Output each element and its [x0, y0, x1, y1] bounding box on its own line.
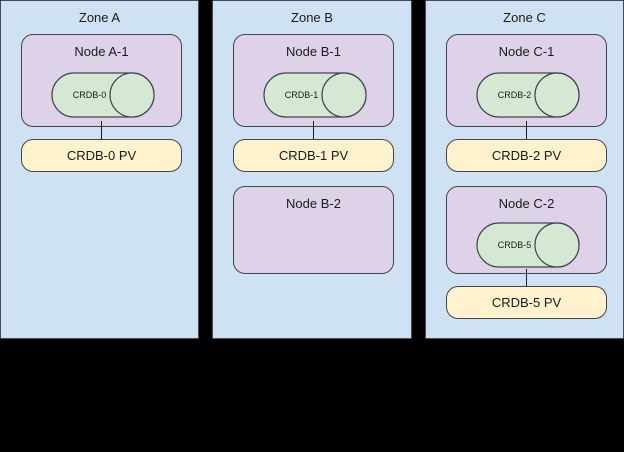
cylinder-shape-icon: [476, 222, 580, 268]
pv-label-crdb-2: CRDB-2 PV: [491, 147, 562, 163]
zone-title-a: Zone A: [78, 10, 121, 25]
node-box-a-1[interactable]: Node A-1 CRDB-0: [21, 34, 182, 127]
connector-node-c-1-to-pv: [526, 121, 527, 141]
node-box-c-2[interactable]: Node C-2 CRDB-5: [446, 186, 607, 274]
pv-box-crdb-2[interactable]: CRDB-2 PV: [446, 139, 607, 172]
pv-box-crdb-1[interactable]: CRDB-1 PV: [233, 139, 394, 172]
cylinder-shape-icon: [51, 72, 155, 118]
node-box-b-2[interactable]: Node B-2: [233, 186, 394, 274]
zone-container-a[interactable]: Zone A Node A-1 CRDB-0 CRDB-0 PV: [0, 0, 199, 339]
pv-label-crdb-0: CRDB-0 PV: [66, 147, 137, 163]
node-title-c-2: Node C-2: [498, 196, 555, 211]
node-title-c-1: Node C-1: [498, 44, 555, 59]
zone-container-c[interactable]: Zone C Node C-1 CRDB-2 CRDB-2 PV Node C-…: [425, 0, 624, 339]
cylinder-shape-icon: [476, 72, 580, 118]
node-box-c-1[interactable]: Node C-1 CRDB-2: [446, 34, 607, 127]
zone-title-b: Zone B: [291, 10, 333, 25]
pv-box-crdb-0[interactable]: CRDB-0 PV: [21, 139, 182, 172]
zone-title-c: Zone C: [503, 10, 546, 25]
node-title-b-2: Node B-2: [286, 196, 341, 211]
cylinder-crdb-1[interactable]: CRDB-1: [263, 72, 367, 118]
node-title-a-1: Node A-1: [74, 44, 129, 59]
node-box-b-1[interactable]: Node B-1 CRDB-1: [233, 34, 394, 127]
connector-node-b-1-to-pv: [313, 121, 314, 141]
connector-node-c-2-to-pv: [526, 269, 527, 288]
connector-node-a-1-to-pv: [101, 121, 102, 141]
pv-label-crdb-5: CRDB-5 PV: [491, 294, 562, 310]
cylinder-crdb-0[interactable]: CRDB-0: [51, 72, 155, 118]
cylinder-crdb-2[interactable]: CRDB-2: [476, 72, 580, 118]
cylinder-shape-icon: [263, 72, 367, 118]
zone-container-b[interactable]: Zone B Node B-1 CRDB-1 CRDB-1 PV Node B-…: [212, 0, 412, 339]
pv-box-crdb-5[interactable]: CRDB-5 PV: [446, 286, 607, 319]
pv-label-crdb-1: CRDB-1 PV: [278, 147, 349, 163]
node-title-b-1: Node B-1: [286, 44, 341, 59]
cylinder-crdb-5[interactable]: CRDB-5: [476, 222, 580, 268]
